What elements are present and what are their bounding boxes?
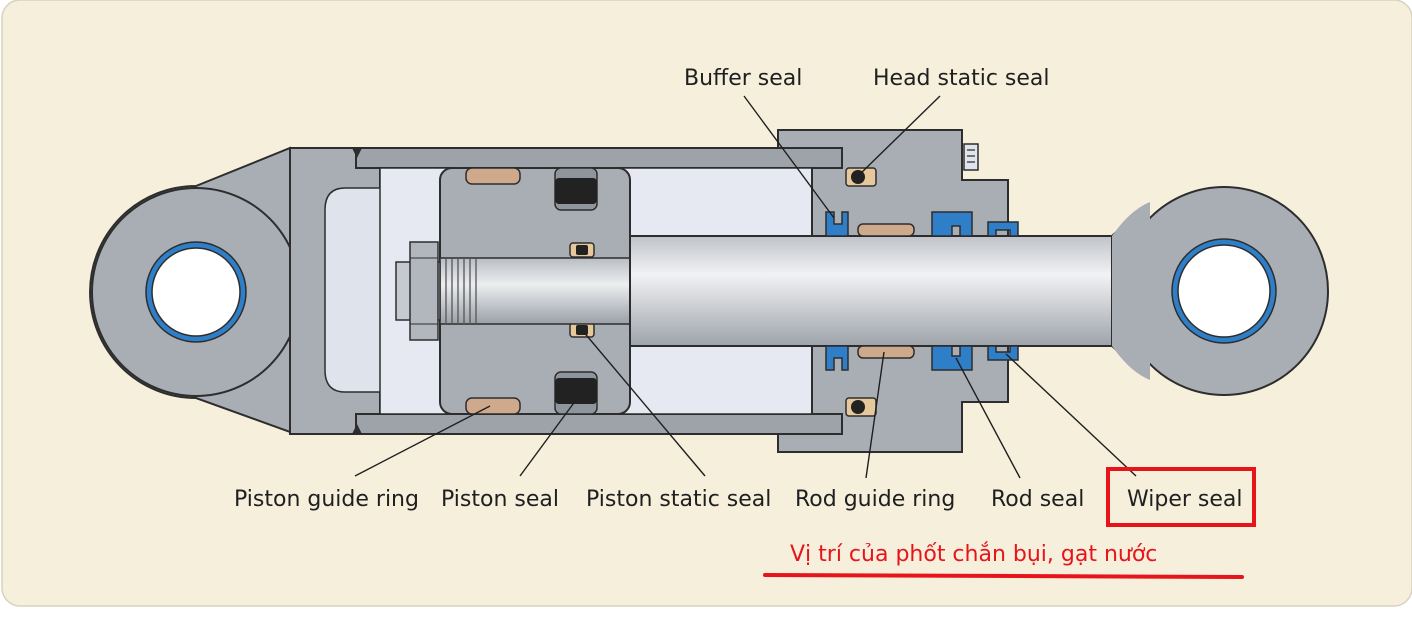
piston-rod-thread: [439, 257, 641, 325]
label-rod-seal: Rod seal: [991, 487, 1085, 512]
label-wiper-seal: Wiper seal: [1127, 487, 1243, 512]
right-rod-eye: [1111, 186, 1329, 396]
barrel-bottom-wall: [355, 413, 843, 435]
leader-lines: [354, 95, 1137, 479]
wiper-seal-highlight-box: [1106, 467, 1256, 527]
left-clevis-eye: [89, 146, 301, 434]
barrel-top-wall: [355, 147, 843, 169]
label-buffer-seal: Buffer seal: [684, 66, 803, 91]
annotation-text: Vị trí của phốt chắn bụi, gạt nước: [790, 542, 1158, 567]
head-seals: [825, 167, 1019, 417]
label-piston-guide-ring: Piston guide ring: [234, 487, 419, 512]
label-piston-static-seal: Piston static seal: [586, 487, 772, 512]
annotation-underline: [763, 573, 1244, 579]
label-piston-seal: Piston seal: [441, 487, 559, 512]
piston-rod: [629, 235, 1117, 347]
label-head-static-seal: Head static seal: [873, 66, 1050, 91]
label-rod-guide-ring: Rod guide ring: [795, 487, 956, 512]
